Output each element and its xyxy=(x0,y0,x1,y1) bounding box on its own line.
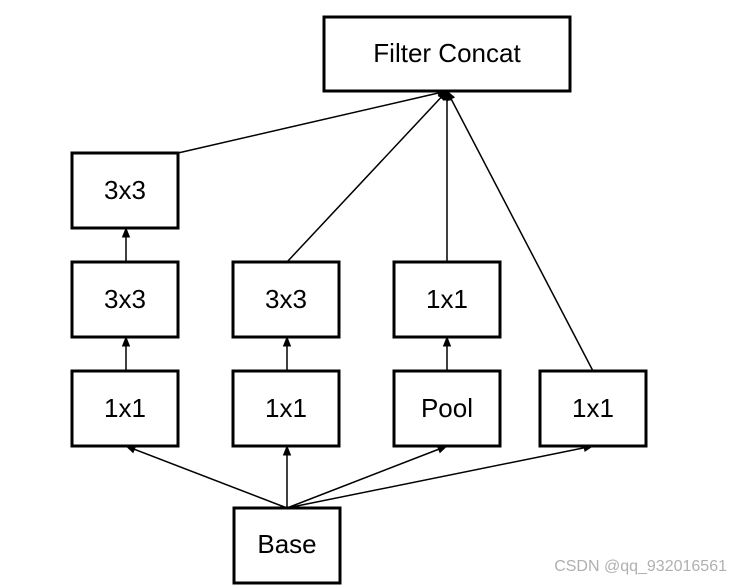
node-filter-concat-label: Filter Concat xyxy=(373,38,521,68)
node-b2-1x1-label: 1x1 xyxy=(265,393,307,423)
node-b2-3x3-label: 3x3 xyxy=(265,284,307,314)
edge-b2-3x3-to-concat xyxy=(286,90,448,263)
node-b1-3x3-top: 3x3 xyxy=(70,151,180,230)
node-b1-3x3-mid-label: 3x3 xyxy=(104,284,146,314)
edge-base-to-b3-pool xyxy=(286,445,448,509)
node-b3-pool-label: Pool xyxy=(421,393,473,423)
node-b3-1x1: 1x1 xyxy=(392,260,502,339)
edge-base-to-b1-1x1 xyxy=(125,445,288,509)
node-b1-3x3-top-label: 3x3 xyxy=(104,175,146,205)
node-b4-1x1-label: 1x1 xyxy=(572,393,614,423)
edge-b4-1x1-to-concat xyxy=(446,90,594,372)
edges xyxy=(121,89,595,509)
node-b4-1x1: 1x1 xyxy=(538,369,648,448)
node-b2-1x1: 1x1 xyxy=(231,369,341,448)
node-b3-pool: Pool xyxy=(392,369,502,448)
node-b1-3x3-mid: 3x3 xyxy=(70,260,180,339)
watermark: CSDN @qq_932016561 xyxy=(554,558,727,575)
node-filter-concat: Filter Concat xyxy=(322,15,572,93)
node-b3-1x1-label: 1x1 xyxy=(426,284,468,314)
edge-base-to-b4-1x1 xyxy=(286,443,595,509)
node-b2-3x3: 3x3 xyxy=(231,260,341,339)
edge-b1-3x3-to-concat xyxy=(177,89,449,154)
node-base: Base xyxy=(232,506,342,585)
node-b1-1x1: 1x1 xyxy=(70,369,180,448)
node-b1-1x1-label: 1x1 xyxy=(104,393,146,423)
node-base-label: Base xyxy=(257,529,316,559)
